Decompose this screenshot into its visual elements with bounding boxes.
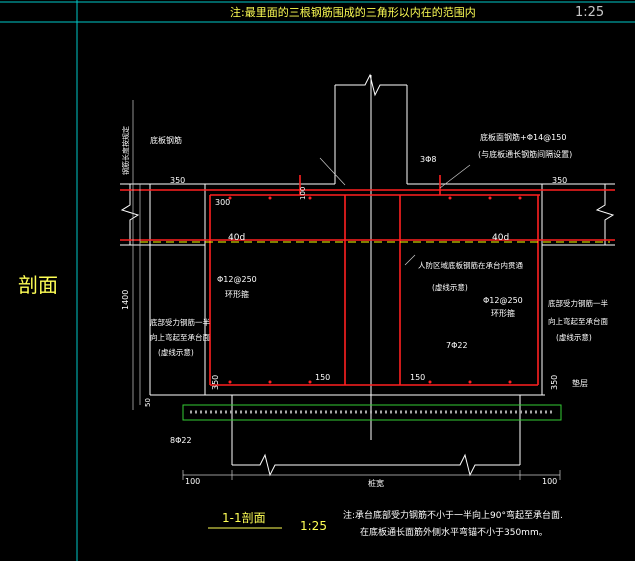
- side-label: 剖面: [18, 273, 58, 297]
- dim-150-r: 150: [410, 373, 425, 382]
- lap-left: 40d: [228, 233, 245, 243]
- dim-300: 300: [215, 198, 230, 207]
- dim-100-r: 100: [542, 477, 557, 486]
- rebar-dots: [228, 196, 522, 384]
- header-note: 注:最里面的三根钢筋围成的三角形以内在的范围内: [230, 5, 476, 19]
- right-bottom-note-1: 底部受力钢筋一半: [548, 298, 608, 308]
- dimension-lines: [132, 100, 561, 480]
- dim-350-bl: 350: [211, 375, 220, 390]
- footnote-line-1: 注:承台底部受力钢筋不小于一半向上90°弯起至承台面.: [343, 509, 563, 521]
- dim-50: 50: [144, 398, 152, 407]
- center-note: 人防区域底板钢筋在承台内贯通: [418, 260, 523, 270]
- center-note-sub: (虚线示意): [432, 282, 468, 292]
- pile-dim: 桩宽: [368, 478, 384, 488]
- dim-100: 100: [299, 187, 307, 200]
- label-cushion: 垫层: [572, 378, 588, 388]
- slab-outline: [120, 73, 615, 477]
- dim-350-right: 350: [552, 176, 567, 185]
- dim-150-l: 150: [315, 373, 330, 382]
- label-left-side-bar: Φ12@250: [217, 275, 257, 284]
- label-top-right-bar: 底板面钢筋+Φ14@150: [480, 132, 566, 142]
- label-right-side-bar: Φ12@250: [483, 296, 523, 305]
- label-left-side-bar-sub: 环形箍: [225, 289, 249, 299]
- label-pile-bar: 8Φ22: [170, 436, 192, 445]
- right-bottom-note-3: (虚线示意): [556, 332, 592, 342]
- rebar-lines: [120, 175, 615, 386]
- section-scale: 1:25: [300, 519, 327, 533]
- left-bottom-note-3: (虚线示意): [158, 347, 194, 357]
- label-left-vertical: 钢筋长度按规定: [121, 126, 130, 175]
- cushion-layer: [182, 404, 562, 421]
- right-bottom-note-2: 向上弯起至承台面: [548, 316, 608, 326]
- label-top-bar: 底板钢筋: [150, 135, 182, 145]
- lap-right: 40d: [492, 233, 509, 243]
- dim-350-left: 350: [170, 176, 185, 185]
- footnote-line-2: 在底板通长面筋外侧水平弯锚不小于350mm。: [360, 526, 548, 538]
- left-bottom-note-2: 向上弯起至承台面: [150, 332, 210, 342]
- dim-100-l: 100: [185, 477, 200, 486]
- label-bottom-bar: 7Φ22: [446, 341, 468, 350]
- label-stirrup: 3Φ8: [420, 155, 436, 164]
- header-scale: 1:25: [575, 5, 604, 20]
- label-top-right-bar-note: (与底板通长钢筋间隔设置): [478, 149, 572, 159]
- height-dim: 1400: [121, 290, 130, 310]
- section-title: 1-1剖面: [222, 511, 266, 525]
- dim-350-br: 350: [550, 375, 559, 390]
- label-right-side-bar-sub: 环形箍: [491, 308, 515, 318]
- left-bottom-note-1: 底部受力钢筋一半: [150, 317, 210, 327]
